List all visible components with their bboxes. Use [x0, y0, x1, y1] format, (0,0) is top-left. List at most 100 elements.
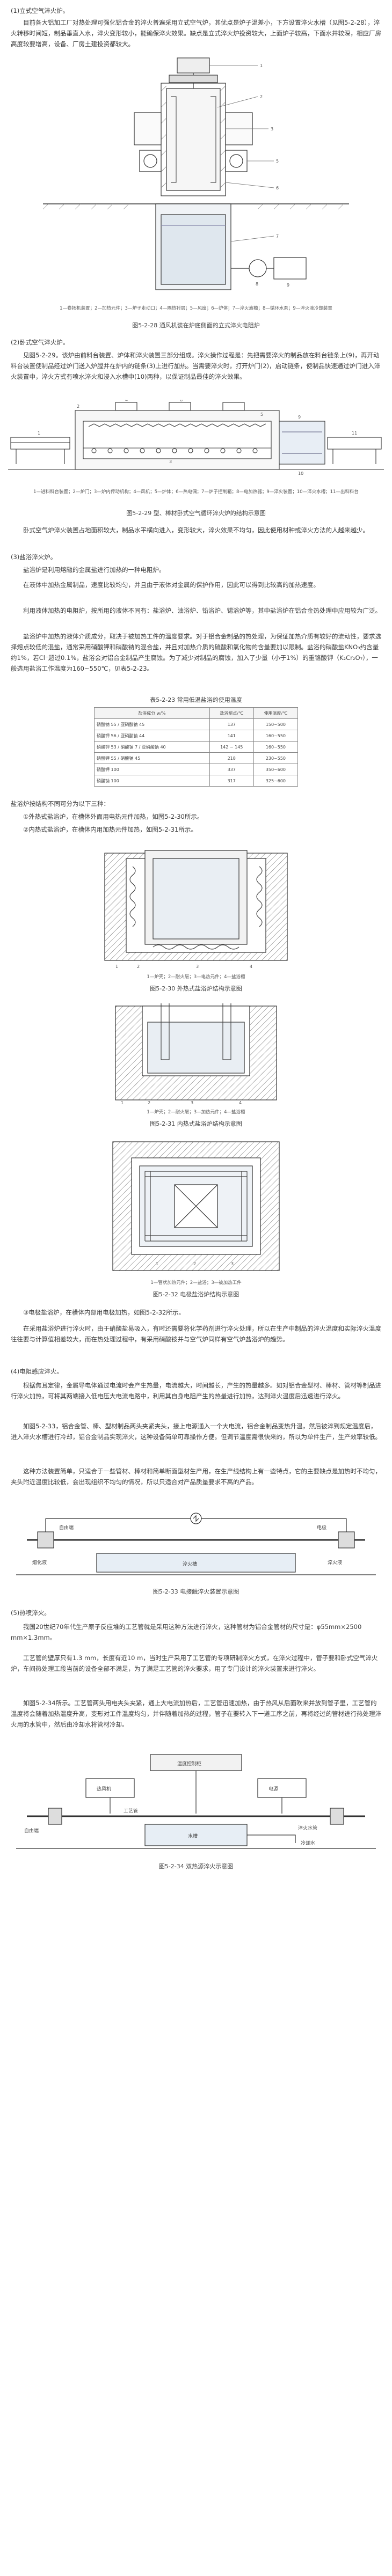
- s2-paragraph-2: 卧式空气炉淬火装置占地面积较大，制品水平横向进入，变形较大，淬火效果不均匀，因此…: [23, 526, 369, 534]
- f33-label-left: 熔化液: [32, 1559, 47, 1566]
- s2-heading: (2)卧式空气淬火炉。: [11, 339, 69, 346]
- figure-5-2-32: 1 2 3: [107, 1136, 285, 1276]
- f34-label-quench-pipe: 淬火水管: [298, 1825, 317, 1831]
- svg-text:1: 1: [156, 1261, 158, 1266]
- s4-item-3: ③电极盐浴炉，在槽体内部用电极加热，如图5-2-32所示。: [23, 1309, 185, 1316]
- figure-5-2-33: 熔化液 淬火液 自由端 电极 淬火槽: [16, 1508, 376, 1583]
- svg-text:9: 9: [298, 415, 301, 420]
- table-cell: 硝酸钾 53 / 硝酸钠 7 / 亚硝酸钠 40: [94, 741, 210, 753]
- s3-paragraph-3: 利用液体加热的电阻炉，按所用的液体不同有：盐浴炉、油浴炉、铅浴炉、锡浴炉等，其中…: [23, 607, 381, 614]
- table-cell: 142 ~ 145: [209, 741, 254, 753]
- figure-5-2-31-caption: 图5-2-31 内热式盐浴炉结构示意图: [150, 1120, 242, 1127]
- figure-5-2-34-caption: 图5-2-34 双热源淬火示意图: [158, 1863, 234, 1870]
- s5-paragraph-1: 根据焦耳定律，金属导电体通过电流时会产生热量，电流越大，时间越长，产生的热量越多…: [11, 1382, 381, 1400]
- svg-text:2: 2: [148, 1100, 150, 1105]
- figure-5-2-30-legend: 1—炉壳；2—耐火层；3—电热元件；4—盐浴槽: [147, 974, 245, 980]
- table-header: 盐浴成分 w/%: [94, 707, 210, 719]
- svg-text:8: 8: [256, 282, 258, 287]
- f34-label-tank: 水槽: [188, 1833, 198, 1839]
- svg-text:3: 3: [191, 1100, 193, 1105]
- figure-5-2-28-caption: 图5-2-28 通风机装在炉底侧面的立式淬火电阻炉: [132, 322, 260, 329]
- svg-text:3: 3: [196, 964, 199, 969]
- s5-paragraph-2: 如图5-2-33，铝合金管、棒、型材制品两头夹紧夹头，接上电源通入一个大电流，铝…: [11, 1422, 381, 1441]
- svg-text:11: 11: [352, 431, 357, 436]
- table-header-row: 盐浴成分 w/% 盐浴熔点/℃ 使用温度/℃: [94, 707, 299, 719]
- s6-paragraph-1: 我国20世纪70年代生产原子反应堆的工艺管就是采用这种方法进行淬火，这种管材为铝…: [11, 1623, 362, 1641]
- svg-text:2: 2: [260, 94, 263, 99]
- s3-heading: (3)盐浴淬火炉。: [11, 553, 57, 561]
- figure-5-2-34: 温度控制柜 热风机 电源 水槽 工艺管 淬火水管 冷却水 自由端: [16, 1749, 376, 1856]
- s3-paragraph-1: 盐浴炉是利用熔融的金属盐进行加热的一种电阻炉。: [23, 566, 165, 574]
- s4-paragraph: 在采用盐浴炉进行淬火时，由于硝酸盐易吸入，有时还需要将化学药剂进行淬火处理，所以…: [11, 1325, 381, 1343]
- svg-text:4: 4: [250, 964, 252, 969]
- svg-text:3: 3: [231, 1261, 234, 1266]
- table-header: 使用温度/℃: [253, 707, 299, 719]
- table-header: 盐浴熔点/℃: [209, 707, 254, 719]
- svg-text:1: 1: [260, 63, 263, 68]
- s4-item-2: ②内热式盐浴炉，在槽体内用加热元件加热，如图5-2-31所示。: [23, 826, 197, 833]
- table-5-2-23-caption: 表5-2-23 常用低温盐浴的使用温度: [150, 696, 242, 703]
- f33-label-tank: 淬火槽: [183, 1561, 197, 1567]
- s3-paragraph-4: 盐浴炉中加热的液体介质成分，取决于被加热工件的温度要求。对于铝合金制品的热处理，…: [11, 633, 381, 672]
- figure-5-2-32-caption: 图5-2-32 电极盐浴炉结构示意图: [153, 1291, 239, 1298]
- figure-5-2-29-legend: 1—进料料台装置；2—炉门；3—炉内传动机构；4—风机；5—炉体；6—热电偶；7…: [33, 489, 359, 495]
- table-cell: 325~600: [253, 775, 299, 787]
- f34-label-fan-left: 热风机: [97, 1786, 111, 1792]
- svg-text:6: 6: [180, 400, 183, 402]
- figure-5-2-30-caption: 图5-2-30 外热式盐浴炉结构示意图: [150, 985, 242, 992]
- svg-text:4: 4: [125, 400, 128, 402]
- table-cell: 160~550: [253, 730, 299, 742]
- figure-5-2-33-caption: 图5-2-33 电接触淬火装置示意图: [153, 1588, 239, 1595]
- svg-text:5: 5: [260, 412, 263, 417]
- figure-5-2-30: 1 2 3 4: [94, 842, 298, 971]
- f34-label-tube: 工艺管: [124, 1808, 138, 1814]
- s3-paragraph-2: 在液体中加热金属制品，速度比较均匀，并且由于液体对金属的保护作用，因此可以得到比…: [23, 581, 320, 589]
- table-cell: 137: [209, 718, 254, 730]
- svg-text:4: 4: [239, 1100, 242, 1105]
- s1-paragraph: 目前各大铝加工厂对热处理可强化铝合金的淬火普遍采用立式空气炉，其优点是炉子温差小…: [11, 19, 381, 48]
- figure-5-2-32-legend: 1—管状加热元件；2—盐浴；3—被加热工件: [150, 1280, 242, 1286]
- table-cell: 337: [209, 764, 254, 775]
- f34-label-controller: 温度控制柜: [177, 1760, 201, 1767]
- figure-5-2-28-legend: 1—卷扬机装置；2—加热元件；3—炉子走动口；4—隔热衬层；5—风扇；6—炉体；…: [60, 306, 332, 311]
- table-cell: 230~550: [253, 752, 299, 764]
- svg-text:2: 2: [137, 964, 140, 969]
- table-cell: 硝酸钾 55 / 硝酸钠 45: [94, 752, 210, 764]
- table-cell: 218: [209, 752, 254, 764]
- table-cell: 160~550: [253, 741, 299, 753]
- svg-text:1: 1: [38, 431, 40, 436]
- f33-label-electrode: 电极: [317, 1524, 326, 1531]
- table-cell: 硝酸钾 100: [94, 764, 210, 775]
- f34-label-free-end: 自由端: [24, 1828, 39, 1834]
- svg-text:9: 9: [287, 283, 289, 288]
- f34-label-power: 电源: [268, 1786, 278, 1792]
- svg-text:1: 1: [115, 964, 118, 969]
- svg-text:2: 2: [77, 404, 79, 409]
- f33-label-free-end: 自由端: [59, 1524, 74, 1531]
- svg-text:10: 10: [298, 471, 303, 476]
- s2-paragraph-1: 见图5-2-29。该炉由前料台装置、炉体和淬火装置三部分组成。淬火操作过程是：先…: [11, 351, 381, 380]
- table-cell: 350~600: [253, 764, 299, 775]
- f34-label-cooling-water: 冷却水: [301, 1840, 315, 1846]
- s5-heading: (4)电阻感应淬火。: [11, 1368, 63, 1375]
- s4-heading: 盐浴炉按结构不同可分为以下三种：: [11, 800, 110, 808]
- table-cell: 150~500: [253, 718, 299, 730]
- f33-label-right: 淬火液: [328, 1559, 342, 1566]
- s1-heading: (1)立式空气淬火炉。: [11, 7, 69, 14]
- table-cell: 硝酸钠 55 / 亚硝酸钠 45: [94, 718, 210, 730]
- table-cell: 硝酸钠 100: [94, 775, 210, 787]
- s6-paragraph-2: 工艺管的壁厚只有1.3 mm，长度有近10 m，当时生产采用了工艺管的专项研制淬…: [11, 1654, 378, 1672]
- svg-text:2: 2: [193, 1261, 196, 1266]
- s5-paragraph-3: 这种方法装置简单，只适合于一些管材、棒材和简单断面型材生产用，在生产线结构上有一…: [11, 1467, 381, 1486]
